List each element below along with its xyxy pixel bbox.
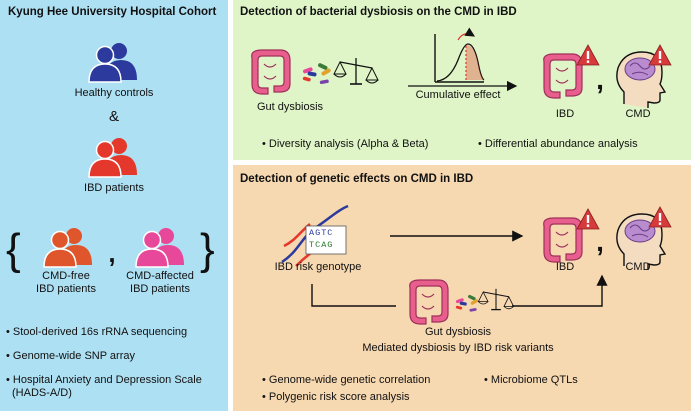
mediated-arrow <box>512 274 608 307</box>
cohort-bullet-1: • Stool-derived 16s rRNA sequencing <box>6 326 188 338</box>
cohort-comma: , <box>108 238 116 268</box>
bottom-cmd-label: CMD <box>625 261 651 273</box>
ibd-gut-icon <box>543 53 583 99</box>
dna-letters-bottom: TCAG <box>309 240 334 250</box>
microbiome-qtl-bullet: • Microbiome QTLs <box>484 374 578 386</box>
genetic-ibd-gut-icon <box>543 217 583 263</box>
mediated-path <box>311 284 396 307</box>
cohort-bullet-3: • Hospital Anxiety and Depression Scale <box>6 374 202 386</box>
cmd-affected-label-1: CMD-affected <box>126 270 194 282</box>
cmd-free-label-2: IBD patients <box>36 283 96 295</box>
polygenic-risk-bullet: • Polygenic risk score analysis <box>262 391 410 403</box>
genetic-correlation-bullet: • Genome-wide genetic correlation <box>262 374 431 386</box>
bottom-ibd-label: IBD <box>555 261 575 273</box>
mediated-gut-icon <box>409 279 449 325</box>
mediated-scale-icon <box>477 288 515 311</box>
dna-letters-top: AGTC <box>309 228 334 238</box>
cmd-affected-patients-icon <box>135 227 185 268</box>
cohort-bullet-3-cont: (HADS-A/D) <box>12 387 72 399</box>
cumulative-chart-icon <box>434 27 485 83</box>
cmd-affected-label-2: IBD patients <box>130 283 190 295</box>
abundance-bullet: • Differential abundance analysis <box>478 138 638 150</box>
mediated-bacteria-icon <box>455 294 479 312</box>
brace-open: { <box>6 225 21 274</box>
cumulative-effect-label: Cumulative effect <box>415 89 501 101</box>
healthy-controls-icon <box>88 42 138 83</box>
cohort-title: Kyung Hee University Hospital Cohort <box>8 6 217 18</box>
cmd-free-patients-icon <box>43 227 93 268</box>
ibd-patients-label: IBD patients <box>84 182 144 194</box>
gut-dysbiosis-label: Gut dysbiosis <box>256 101 324 113</box>
brace-close: } <box>200 225 215 274</box>
top-cmd-label: CMD <box>625 108 651 120</box>
genetic-title: Detection of genetic effects on CMD in I… <box>240 173 474 185</box>
bottom-comma: , <box>596 226 604 257</box>
balance-scale-icon <box>333 57 379 85</box>
dna-icon <box>281 204 349 267</box>
mediated-gut-label: Gut dysbiosis <box>424 326 492 338</box>
risk-genotype-label: IBD risk genotype <box>274 261 362 273</box>
ibd-warning-icon <box>576 44 600 66</box>
cmd-free-label-1: CMD-free <box>42 270 90 282</box>
top-ibd-label: IBD <box>555 108 575 120</box>
bacteria-icon <box>302 62 332 85</box>
diversity-bullet: • Diversity analysis (Alpha & Beta) <box>262 138 429 150</box>
dysbiosis-title: Detection of bacterial dysbiosis on the … <box>240 6 517 18</box>
gut-icon <box>251 49 291 95</box>
mediated-dysbiosis-label: Mediated dysbiosis by IBD risk variants <box>362 342 554 354</box>
ampersand: & <box>108 108 120 125</box>
ibd-patients-icon <box>88 137 138 178</box>
cohort-bullet-2: • Genome-wide SNP array <box>6 350 135 362</box>
genetic-panel <box>233 165 691 411</box>
healthy-controls-label: Healthy controls <box>74 87 154 99</box>
top-comma: , <box>596 64 604 95</box>
